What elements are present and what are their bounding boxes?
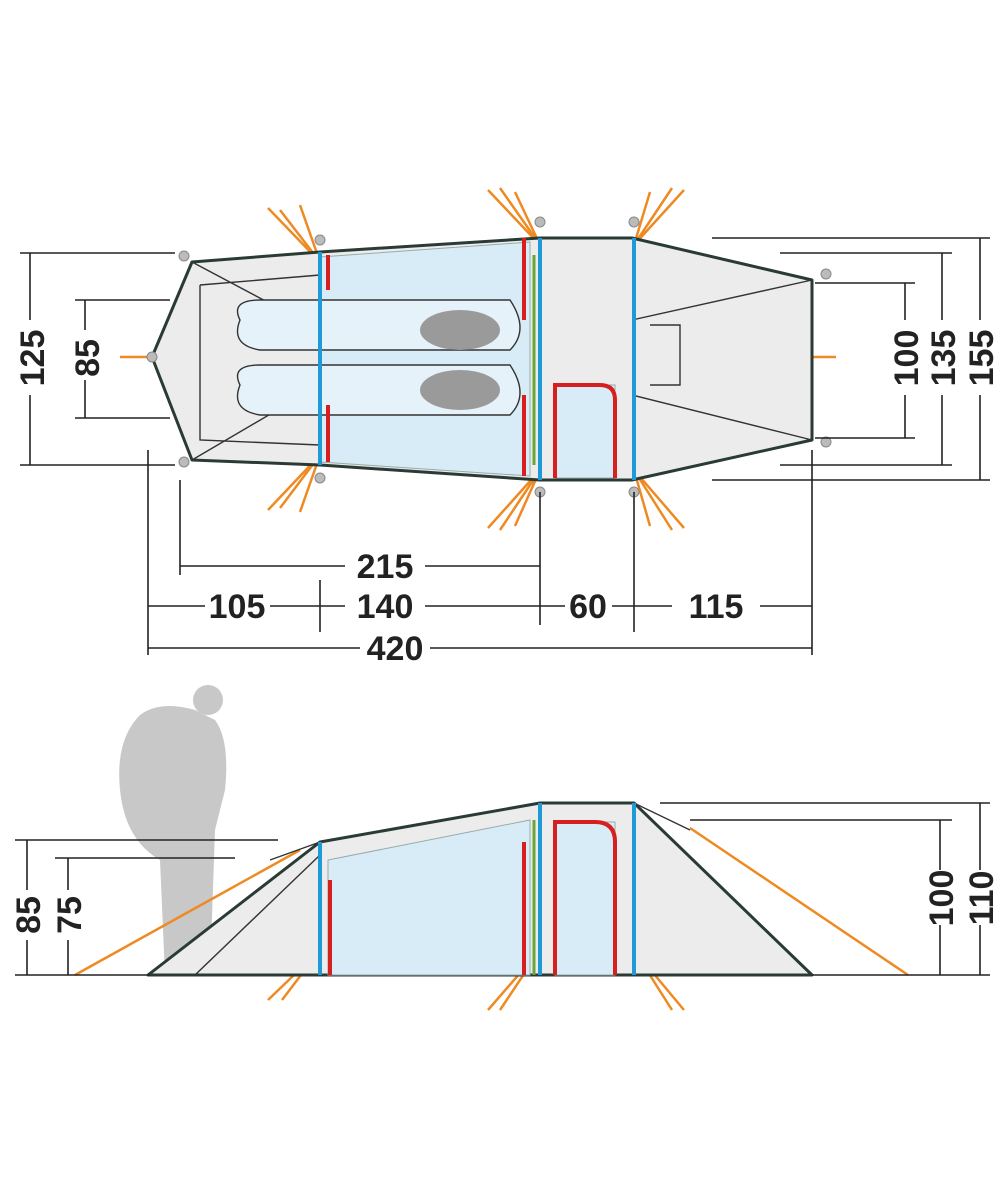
dim-inner-tent-length: 215 bbox=[357, 548, 414, 586]
top-inner-tent bbox=[319, 241, 531, 477]
dim-front-vestibule-length: 105 bbox=[209, 588, 266, 626]
top-pegs bbox=[146, 216, 832, 498]
side-dimension-lines bbox=[15, 802, 990, 976]
side-view: 85 75 100 110 bbox=[10, 685, 1000, 1011]
side-vestibule-lines bbox=[194, 802, 691, 976]
dim-left-inner-width: 85 bbox=[69, 339, 107, 377]
dim-front-outer-height: 85 bbox=[10, 896, 48, 934]
dim-right-mid-width: 135 bbox=[925, 330, 963, 387]
side-vestibule-door bbox=[554, 821, 616, 976]
dim-rear-outer-height: 110 bbox=[963, 871, 1000, 926]
side-door-zips bbox=[328, 820, 617, 975]
dim-left-outer-width: 125 bbox=[14, 330, 52, 387]
dim-sleeping-length: 140 bbox=[357, 588, 414, 626]
top-dimension-lines bbox=[20, 237, 990, 655]
top-door-zips bbox=[326, 238, 617, 478]
dim-mid-vestibule-length: 60 bbox=[569, 588, 607, 626]
dim-front-inner-height: 75 bbox=[51, 896, 89, 934]
top-vestibule-lines bbox=[191, 261, 813, 461]
sleeping-bags bbox=[236, 299, 521, 416]
dim-rear-inner-height: 100 bbox=[923, 870, 961, 927]
dim-right-outer-width: 155 bbox=[963, 330, 1000, 387]
top-vestibule-door bbox=[554, 384, 616, 479]
dim-rear-vestibule-length: 115 bbox=[689, 588, 744, 626]
dim-total-length: 420 bbox=[367, 630, 424, 668]
dim-right-inner-width: 100 bbox=[888, 330, 926, 387]
top-view: 125 85 100 135 155 215 105 140 60 115 42… bbox=[14, 187, 1000, 668]
